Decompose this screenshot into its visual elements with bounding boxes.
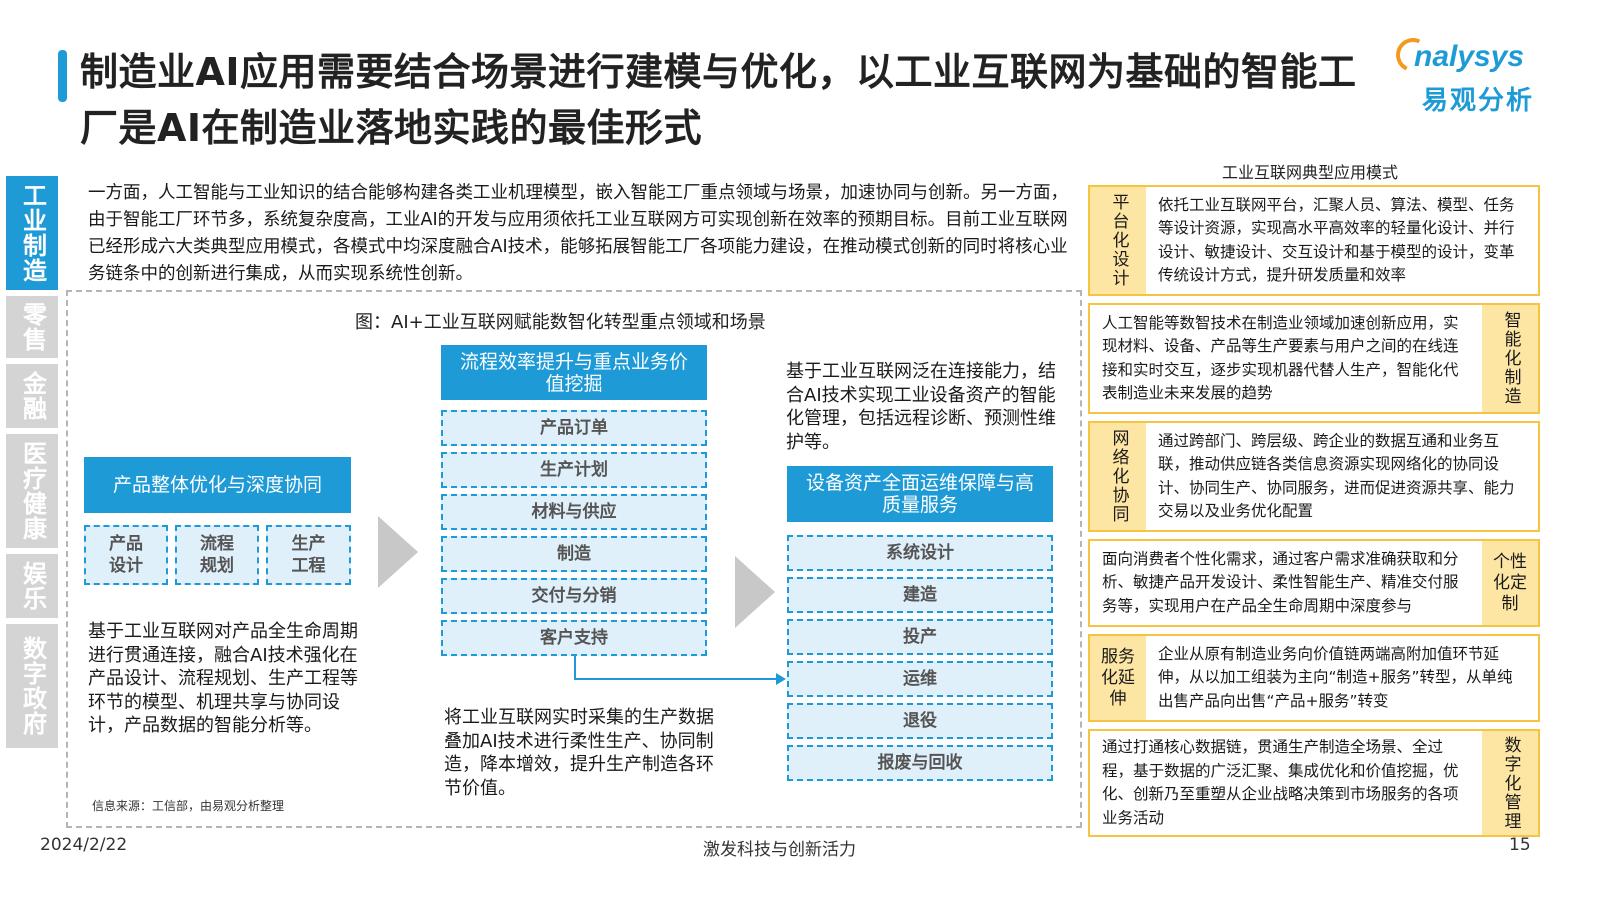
mode-label: 智能化制造 (1482, 305, 1538, 412)
mode-service-extension: 服务化延伸 企业从原有制造业务向价值链两端高附加值环节延伸，从以加工组装为主向“… (1088, 634, 1540, 722)
source-note: 信息来源：工信部，由易观分析整理 (92, 799, 285, 813)
figure-frame (66, 290, 1082, 828)
mode-label: 服务化延伸 (1090, 636, 1146, 720)
logo-chinese: 易观分析 (1422, 86, 1535, 116)
mode-text: 企业从原有制造业务向价值链两端高附加值环节延伸，从以加工组装为主向“制造+服务”… (1158, 644, 1513, 710)
connector-arrowhead-icon (776, 673, 786, 685)
figure-title: 图：AI+工业互联网赋能数智化转型重点领域和场景 (355, 312, 766, 333)
col3-cell-construction: 建造 (787, 577, 1053, 613)
mode-text: 依托工业互联网平台，汇聚人员、算法、模型、任务等设计资源，实现高水平高效率的轻量… (1158, 195, 1515, 285)
col2-description: 将工业互联网实时采集的生产数据叠加AI技术进行柔性生产、协同制造，降本增效，提升… (444, 707, 714, 799)
footer-slogan: 激发科技与创新活力 (703, 840, 856, 860)
tab-retail[interactable]: 零售 (6, 296, 58, 358)
logo-english: nalysys (1414, 40, 1525, 73)
tab-entertainment[interactable]: 娱乐 (6, 554, 58, 618)
mode-network-collaboration: 网络化协同 通过跨部门、跨层级、跨企业的数据互通和业务互联，推动供应链各类信息资… (1088, 421, 1540, 532)
mode-text: 通过打通核心数据链，贯通生产制造全场景、全过程，基于数据的广泛汇聚、集成优化和价… (1102, 738, 1459, 827)
mode-label: 网络化协同 (1090, 423, 1146, 530)
mode-digital-management: 通过打通核心数据链，贯通生产制造全场景、全过程，基于数据的广泛汇聚、集成优化和价… (1088, 729, 1540, 837)
mode-text: 面向消费者个性化需求，通过客户需求准确获取和分析、敏捷产品开发设计、柔性智能生产… (1102, 549, 1459, 615)
col1-description: 基于工业互联网对产品全生命周期进行贯通连接，融合AI技术强化在产品设计、流程规划… (88, 621, 358, 736)
tab-industrial-manufacturing[interactable]: 工业制造 (6, 176, 58, 290)
mode-personalized-customization: 面向消费者个性化需求，通过客户需求准确获取和分析、敏捷产品开发设计、柔性智能生产… (1088, 539, 1540, 627)
col1-cell-production-engineering: 生产工程 (266, 525, 351, 585)
title-accent-bar (58, 50, 67, 102)
col3-description: 基于工业互联网泛在连接能力，结合AI技术实现工业设备资产的智能化管理，包括远程诊… (786, 361, 1056, 453)
col3-cell-operation-maintenance: 运维 (787, 661, 1053, 697)
page-number: 15 (1509, 835, 1531, 855)
flow-arrow-1 (378, 516, 418, 588)
mode-text: 人工智能等数智技术在制造业领域加速创新应用，实现材料、设备、产品等生产要素与用户… (1102, 313, 1459, 403)
tab-finance[interactable]: 金融 (6, 364, 58, 428)
mode-label: 个性化定制 (1482, 541, 1538, 625)
mode-text: 通过跨部门、跨层级、跨企业的数据互通和业务互联，推动供应链各类信息资源实现网络化… (1158, 431, 1515, 521)
col3-cell-system-design: 系统设计 (787, 535, 1053, 571)
col2-cell-product-order: 产品订单 (441, 410, 707, 446)
connector-line-vertical (574, 656, 576, 680)
col2-cell-delivery-distribution: 交付与分销 (441, 578, 707, 614)
page-title: 制造业AI应用需要结合场景进行建模与优化，以工业互联网为基础的智能工厂是AI在制… (80, 50, 1357, 150)
col1-header: 产品整体优化与深度协同 (84, 457, 351, 513)
tab-healthcare[interactable]: 医疗健康 (6, 434, 58, 548)
analysys-logo: nalysys 易观分析 (1391, 33, 1576, 116)
col2-cell-manufacturing: 制造 (441, 536, 707, 572)
intro-paragraph: 一方面，人工智能与工业知识的结合能够构建各类工业机理模型，嵌入智能工厂重点领域与… (88, 183, 1068, 284)
col3-cell-decommissioning: 退役 (787, 703, 1053, 739)
industry-tabs: 工业制造 零售 金融 医疗健康 娱乐 数字政府 (6, 176, 58, 754)
flow-arrow-2 (735, 556, 775, 628)
col1-cell-product-design: 产品设计 (84, 525, 168, 585)
col3-header: 设备资产全面运维保障与高质量服务 (787, 466, 1053, 522)
modes-panel-title: 工业互联网典型应用模式 (1222, 163, 1399, 182)
mode-platform-design: 平台化设计 依托工业互联网平台，汇聚人员、算法、模型、任务等设计资源，实现高水平… (1088, 185, 1540, 296)
connector-line-horizontal (574, 678, 778, 680)
col3-cell-scrapping-recycling: 报废与回收 (787, 745, 1053, 781)
col1-cell-process-planning: 流程规划 (175, 525, 259, 585)
mode-label: 平台化设计 (1090, 187, 1146, 294)
tab-digital-government[interactable]: 数字政府 (6, 624, 58, 748)
col2-cell-materials-supply: 材料与供应 (441, 494, 707, 530)
footer-date: 2024/2/22 (40, 835, 128, 855)
col2-cell-customer-support: 客户支持 (441, 620, 707, 656)
col3-cell-commissioning: 投产 (787, 619, 1053, 655)
col2-header: 流程效率提升与重点业务价值挖掘 (441, 345, 707, 400)
col2-cell-production-plan: 生产计划 (441, 452, 707, 488)
mode-intelligent-manufacturing: 人工智能等数智技术在制造业领域加速创新应用，实现材料、设备、产品等生产要素与用户… (1088, 303, 1540, 414)
mode-label: 数字化管理 (1482, 731, 1538, 835)
